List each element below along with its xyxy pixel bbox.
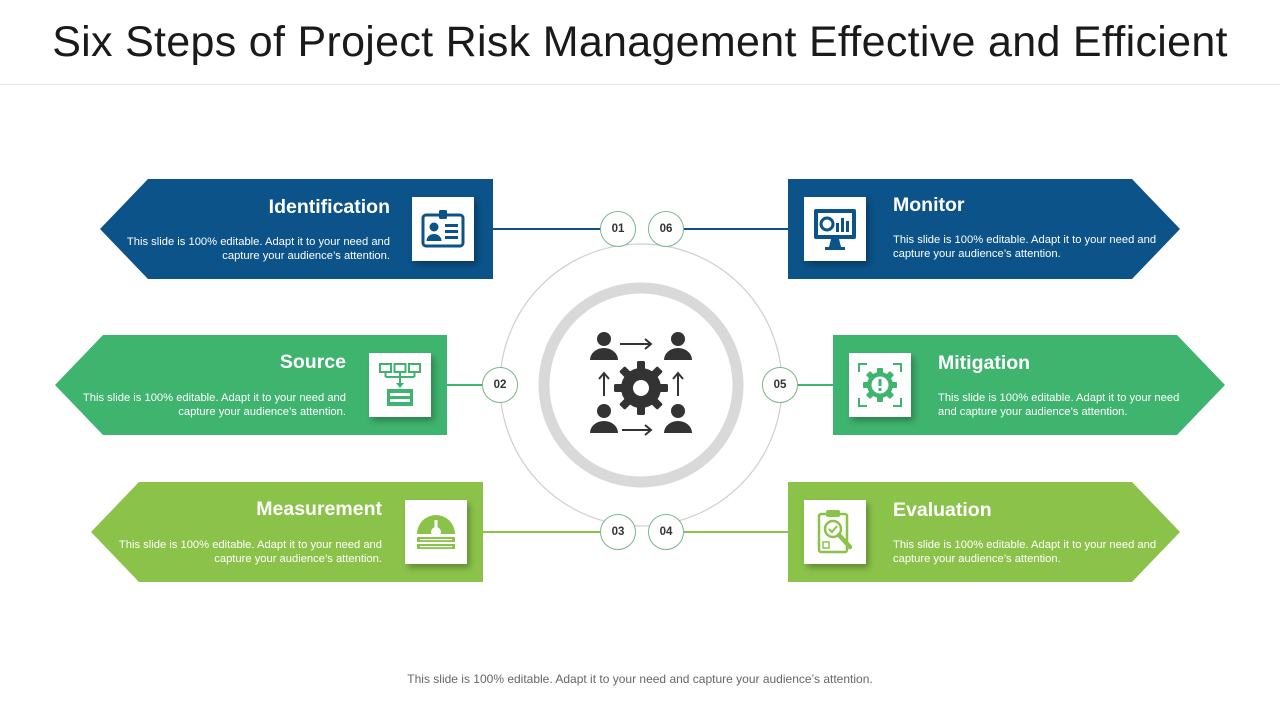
step-description: This slide is 100% editable. Adapt it to…: [82, 392, 346, 418]
connector-05: [797, 384, 835, 386]
step-description: This slide is 100% editable. Adapt it to…: [126, 236, 390, 262]
step-number-03: 03: [600, 514, 636, 550]
step-number-06: 06: [648, 211, 684, 247]
step-number-04: 04: [648, 514, 684, 550]
step-title: Mitigation: [938, 352, 1031, 374]
step-title: Measurement: [256, 498, 382, 520]
connector-03: [483, 531, 601, 533]
step-measurement: Measurement This slide is 100% editable.…: [91, 482, 483, 582]
gauge-meter-icon: [417, 515, 455, 549]
footer-note: This slide is 100% editable. Adapt it to…: [407, 672, 873, 686]
team-gear-icon: [590, 332, 692, 436]
step-title: Source: [279, 351, 346, 373]
step-number-02: 02: [482, 367, 518, 403]
step-title: Monitor: [893, 194, 965, 216]
step-title: Evaluation: [893, 499, 992, 521]
icon-card: [369, 353, 431, 417]
step-description: This slide is 100% editable. Adapt it to…: [118, 539, 382, 565]
monitor-chart-icon: [812, 207, 858, 251]
step-evaluation: Evaluation This slide is 100% editable. …: [788, 482, 1180, 582]
step-description: This slide is 100% editable. Adapt it to…: [893, 539, 1157, 565]
network-server-icon: [379, 363, 421, 406]
step-mitigation: Mitigation This slide is 100% editable. …: [833, 335, 1225, 435]
connector-04: [684, 531, 790, 533]
icon-card: [804, 500, 866, 564]
step-source: Source This slide is 100% editable. Adap…: [55, 335, 447, 435]
icon-card: [412, 197, 474, 261]
icon-card: [849, 353, 911, 417]
step-monitor: Monitor This slide is 100% editable. Ada…: [788, 179, 1180, 279]
step-number-01: 01: [600, 211, 636, 247]
id-card-icon: [421, 210, 465, 248]
step-description: This slide is 100% editable. Adapt it to…: [938, 392, 1180, 418]
step-identification: Identification This slide is 100% editab…: [100, 179, 493, 279]
slide-title: Six Steps of Project Risk Management Eff…: [52, 18, 1228, 66]
connector-02: [446, 384, 484, 386]
icon-card: [804, 197, 866, 261]
connector-06: [684, 228, 790, 230]
title-divider: [0, 84, 1280, 85]
step-description: This slide is 100% editable. Adapt it to…: [893, 234, 1157, 260]
step-title: Identification: [268, 196, 390, 218]
icon-card: [405, 500, 467, 564]
clipboard-magnifier-icon: [815, 509, 855, 555]
step-number-05: 05: [762, 367, 798, 403]
connector-01: [493, 228, 601, 230]
gear-alert-icon: [858, 363, 902, 407]
